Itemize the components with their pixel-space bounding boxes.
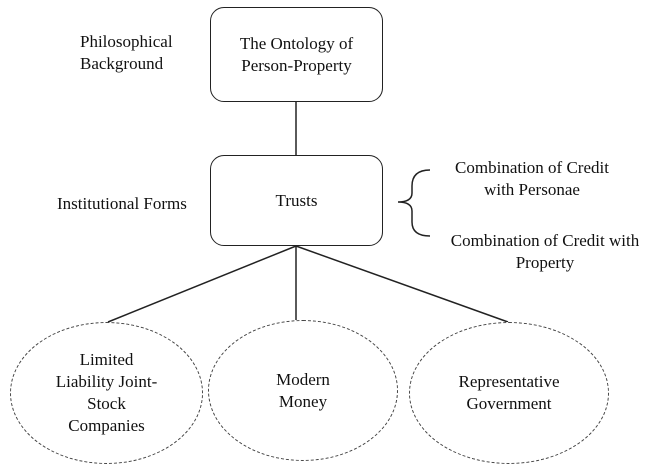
connector-trusts-limited-liability: [107, 245, 297, 323]
curly-brace: [397, 169, 431, 237]
ontology-node: The Ontology of Person-Property: [210, 7, 383, 102]
representative-government-node: Representative Government: [409, 322, 609, 464]
modern-money-node: Modern Money: [208, 320, 398, 461]
trusts-node: Trusts: [210, 155, 383, 246]
philosophical-background-label: Philosophical Background: [80, 32, 173, 73]
institutional-forms-label: Institutional Forms: [57, 194, 187, 213]
limited-liability-node: Limited Liability Joint- Stock Companies: [10, 322, 203, 464]
credit-property-label: Combination of Credit with Property: [450, 231, 640, 272]
credit-personae-label: Combination of Credit with Personae: [455, 158, 609, 199]
connector-trusts-representative-government: [295, 245, 509, 323]
